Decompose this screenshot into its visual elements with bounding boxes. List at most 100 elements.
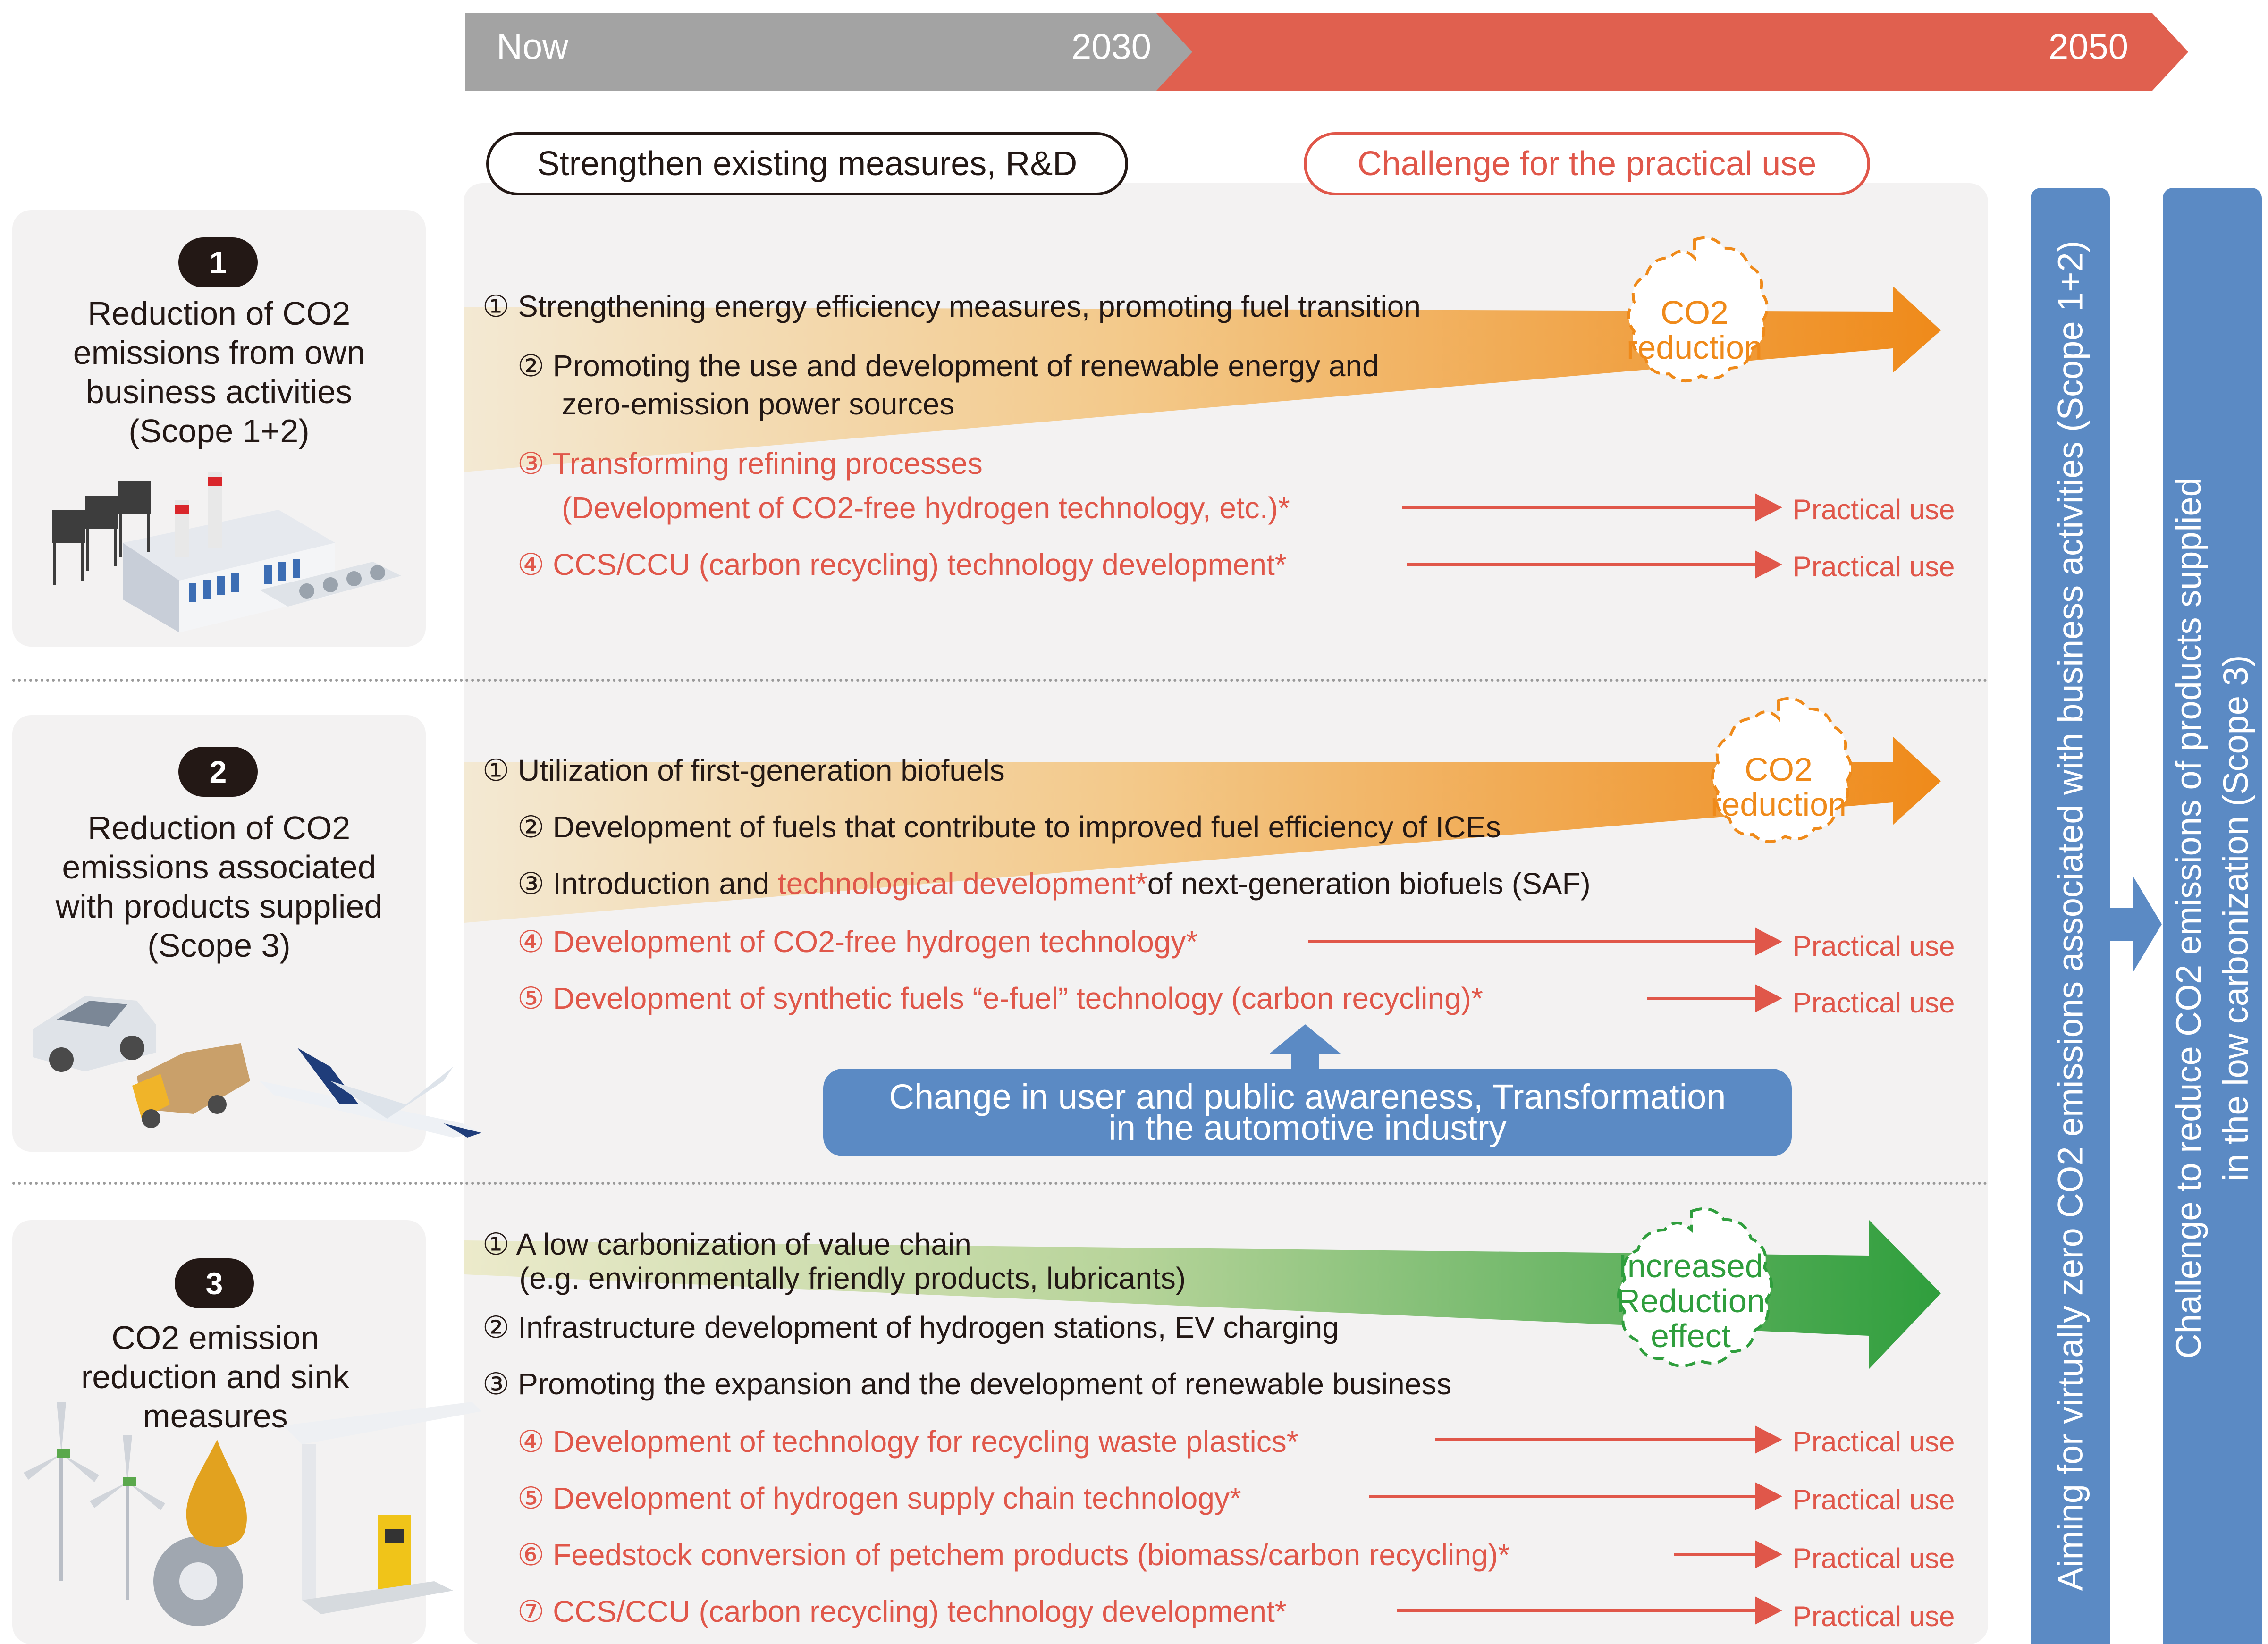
section-2-title: Reduction of CO2 emissions associated wi… [12, 809, 426, 965]
bubble-1-line-1: CO2 [1661, 294, 1728, 331]
bubble-3-line-3: effect [1651, 1317, 1731, 1354]
pu-head-s2-5 [1755, 984, 1782, 1012]
s1-item-3-cont: (Development of CO2-free hydrogen techno… [562, 491, 1290, 525]
s1-item-3-marker: ③ [517, 447, 545, 481]
pu-head-s1-4 [1755, 550, 1782, 579]
bubble-2-text: CO2 reduction [1689, 752, 1868, 822]
awareness-line-2: in the automotive industry [1108, 1108, 1507, 1147]
scope12-reduction-arrow [464, 286, 1941, 472]
practical-challenge-pill: Challenge for the practical use [1304, 132, 1870, 195]
bubble-2-line-1: CO2 [1745, 751, 1813, 788]
pu-head-s1-3 [1755, 493, 1782, 522]
s2-item-5-text: Development of synthetic fuels “e-fuel” … [553, 981, 1483, 1015]
section-3-title: CO2 emission reduction and sink measures [12, 1318, 418, 1436]
pu-head-s2-4 [1755, 927, 1782, 956]
s1-item-2-text: Promoting the use and development of ren… [553, 349, 1379, 383]
s1-practical-use-2: Practical use [1793, 551, 1955, 582]
s2-item-1-text: Utilization of first-generation biofuels [518, 753, 1005, 787]
pu-head-s3-5 [1755, 1482, 1782, 1510]
co2-reduction-bubble-1 [1627, 236, 1769, 383]
section-divider-2 [12, 1182, 1988, 1185]
goal-connector-arrow [2110, 877, 2162, 971]
s2-item-4: ④ Development of CO2-free hydrogen techn… [517, 927, 1197, 957]
s3-item-3: ③ Promoting the expansion and the develo… [482, 1369, 1451, 1399]
s1-item-4: ④ CCS/CCU (carbon recycling) technology … [517, 549, 1287, 580]
scope12-goal-text: Aiming for virtually zero CO2 emissions … [2050, 240, 2090, 1591]
pu-head-s3-4 [1755, 1425, 1782, 1454]
s2-item-1-marker: ① [482, 753, 510, 787]
timeline-bar [465, 13, 2188, 91]
section-1-title: Reduction of CO2 emissions from own busi… [12, 294, 426, 451]
s3-item-6: ⑥ Feedstock conversion of petchem produc… [517, 1540, 1510, 1570]
s2-item-4-marker: ④ [517, 925, 545, 959]
s3-item-1: ① A low carbonization of value chain [482, 1229, 971, 1259]
s3-item-3-marker: ③ [482, 1367, 510, 1401]
scope3-goal-line-1: Challenge to reduce CO2 emissions of pro… [2169, 477, 2208, 1359]
s3-item-6-marker: ⑥ [517, 1538, 545, 1572]
s3-item-1-text: A low carbonization of value chain [516, 1227, 971, 1261]
section-3-title-line-1: CO2 emission [111, 1319, 319, 1356]
bubble-3-line-1: Increased [1618, 1248, 1763, 1284]
scope3-goal-bar [2163, 188, 2262, 1644]
s3-item-5-text: Development of hydrogen supply chain tec… [553, 1481, 1241, 1515]
s2-item-2-text: Development of fuels that contribute to … [553, 810, 1501, 844]
s2-item-5: ⑤ Development of synthetic fuels “e-fuel… [517, 983, 1483, 1013]
s1-item-2-marker: ② [517, 349, 545, 383]
s2-item-5-marker: ⑤ [517, 981, 545, 1015]
s1-item-1-text: Strengthening energy efficiency measures… [518, 289, 1421, 323]
section-2-number: 2 [178, 747, 258, 797]
s3-item-7: ⑦ CCS/CCU (carbon recycling) technology … [517, 1596, 1287, 1627]
bubble-1-text: CO2 reduction [1605, 295, 1784, 365]
s1-item-3: ③ Transforming refining processes [517, 448, 983, 479]
s3-item-7-text: CCS/CCU (carbon recycling) technology de… [553, 1594, 1287, 1628]
s1-item-4-marker: ④ [517, 548, 545, 582]
s1-practical-use-1: Practical use [1793, 494, 1955, 525]
timeline-2030-label: 2030 [1071, 27, 1152, 67]
s1-item-2: ② Promoting the use and development of r… [517, 351, 1379, 381]
scope3-goal-line-2: in the low carbonization (Scope 3) [2216, 655, 2255, 1181]
s3-item-1-marker: ① [482, 1227, 510, 1261]
s2-item-3: ③ Introduction and technological develop… [517, 868, 1591, 899]
section-2-title-line-3: with products supplied [55, 888, 383, 925]
timeline-future-segment [1156, 13, 2188, 91]
s1-item-1-marker: ① [482, 289, 510, 323]
s2-item-1: ① Utilization of first-generation biofue… [482, 755, 1005, 785]
awareness-up-arrow [1270, 1024, 1341, 1071]
bubble-1-line-2: reduction [1627, 329, 1762, 366]
vehicles-illustration [33, 996, 481, 1138]
renewables-illustration [24, 1402, 481, 1626]
s3-item-2-text: Infrastructure development of hydrogen s… [518, 1310, 1339, 1344]
s3-item-2: ② Infrastructure development of hydrogen… [482, 1312, 1339, 1342]
s1-item-1: ① Strengthening energy efficiency measur… [482, 291, 1421, 321]
existing-measures-pill: Strengthen existing measures, R&D [486, 132, 1128, 195]
pu-head-s3-6 [1755, 1540, 1782, 1568]
practical-challenge-label: Challenge for the practical use [1357, 145, 1817, 183]
section-1-title-line-2: emissions from own [73, 334, 365, 371]
s2-item-3-text-b: technological development* [777, 867, 1147, 901]
s3-item-5-marker: ⑤ [517, 1481, 545, 1515]
s3-practical-use-4: Practical use [1793, 1601, 1955, 1632]
section-3-title-line-2: reduction and sink [81, 1358, 350, 1395]
s1-item-3-text: Transforming refining processes [552, 447, 983, 481]
section-3-number: 3 [175, 1258, 254, 1308]
s3-item-4: ④ Development of technology for recyclin… [517, 1426, 1298, 1457]
bubble-3-line-2: Reduction [1616, 1282, 1765, 1319]
s1-item-2-cont: zero-emission power sources [562, 387, 955, 421]
awareness-line-1: Change in user and public awareness, Tra… [889, 1077, 1726, 1116]
s3-item-3-text: Promoting the expansion and the developm… [518, 1367, 1452, 1401]
s1-item-4-text: CCS/CCU (carbon recycling) technology de… [553, 548, 1287, 582]
section-1-title-line-1: Reduction of CO2 [87, 295, 351, 332]
s2-item-4-text: Development of CO2-free hydrogen technol… [553, 925, 1198, 959]
s2-item-2: ② Development of fuels that contribute t… [517, 812, 1501, 842]
section-divider-1 [12, 679, 1988, 682]
section-1-title-line-3: business activities [85, 373, 353, 410]
s3-item-2-marker: ② [482, 1310, 510, 1344]
co2-reduction-bubble-2 [1711, 697, 1853, 843]
timeline-2050-label: 2050 [2049, 27, 2129, 67]
section-3-title-line-3: measures [143, 1398, 288, 1434]
s3-practical-use-1: Practical use [1793, 1426, 1955, 1458]
sink-measures-arrow [464, 1220, 1941, 1369]
s3-item-4-text: Development of technology for recycling … [553, 1425, 1298, 1459]
existing-measures-label: Strengthen existing measures, R&D [537, 145, 1078, 183]
